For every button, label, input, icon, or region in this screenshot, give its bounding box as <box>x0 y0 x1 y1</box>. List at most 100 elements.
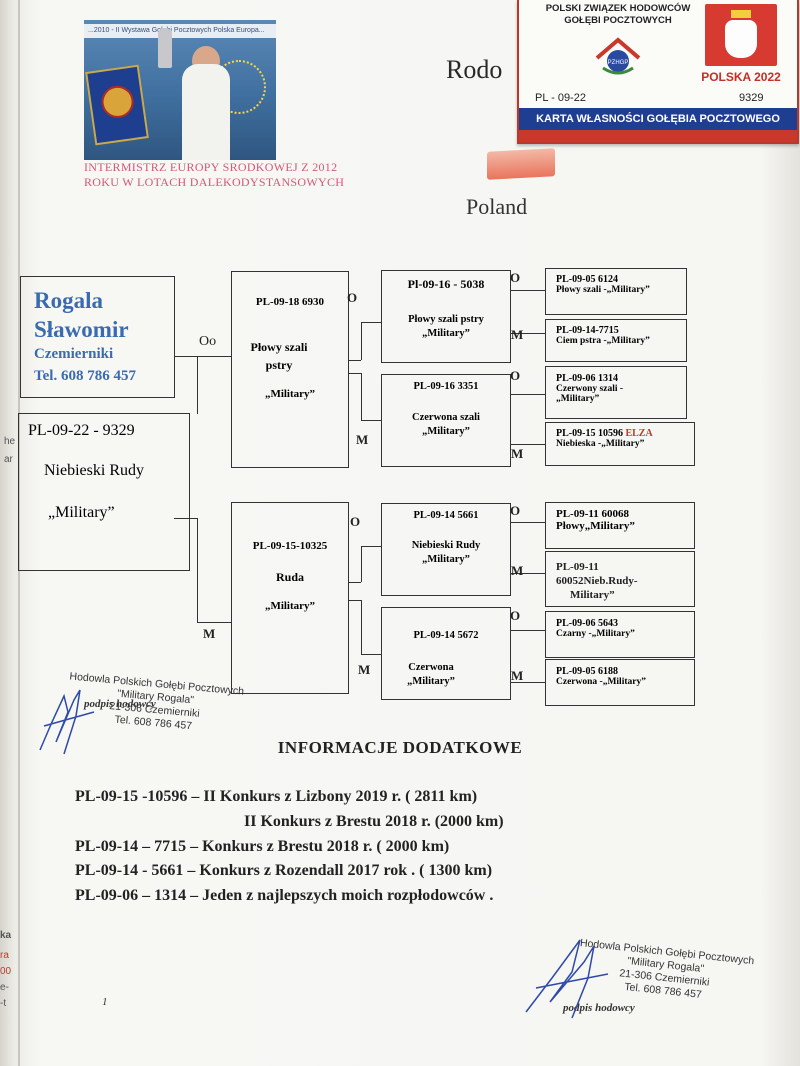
connector-line <box>197 356 198 414</box>
logo-text: PZHGP <box>608 60 629 66</box>
dam-dam-box <box>381 607 511 700</box>
g3-ring: PL-09-06 1314 <box>556 373 618 384</box>
g3-ring: PL-09-11 <box>556 561 599 573</box>
margin-fragment: 00 <box>0 966 12 977</box>
info-line: PL-09-14 - 5661 – Konkurs z Rozendall 20… <box>75 862 493 879</box>
breeder-photo: ...2010 - II Wystawa Gołębi Pocztowych P… <box>84 20 276 160</box>
breeder-town: Czemierniki <box>34 346 114 362</box>
sire-line: „Military” <box>264 388 316 400</box>
sire-sire-ring: Pl-09-16 - 5038 <box>407 277 485 291</box>
photo-caption-line: INTERMISTRZ EUROPY SRODKOWEJ Z 2012 <box>84 160 338 174</box>
info-line: II Konkurs z Brestu 2018 r. (2000 km) <box>244 813 504 830</box>
g3-box <box>545 611 695 658</box>
sire-sire-label: O <box>347 290 358 305</box>
card-ring-prefix: PL - 09-22 <box>535 92 586 104</box>
connector-line <box>349 600 361 601</box>
connector-line <box>511 394 545 395</box>
margin-fragment: e- <box>0 982 9 993</box>
g3-o-label: O <box>510 368 521 383</box>
subject-color: Niebieski Rudy <box>44 462 144 479</box>
info-line: PL-09-14 – 7715 – Konkurs z Brestu 2018 … <box>75 838 450 855</box>
pzhgp-logo-icon: PZHGP <box>595 37 641 75</box>
connector-line <box>511 333 545 334</box>
dam-box <box>231 502 349 694</box>
info-line: PL-09-15 -10596 – II Konkurs z Lizbony 2… <box>75 788 478 805</box>
g3-box <box>545 268 687 315</box>
g3-box: PL-09-11 60052Nieb.Rudy- Military” <box>545 551 695 607</box>
g3-item: PL-09-14-7715 Ciem pstra -„Military” <box>556 325 650 346</box>
sire-dam-color: Czerwona szali <box>412 412 480 423</box>
g3-desc: Military” <box>570 589 615 601</box>
connector-line <box>511 522 545 523</box>
subject-ring: PL-09-22 - 9329 <box>28 422 135 439</box>
connector-line <box>197 356 231 357</box>
connector-line <box>361 322 381 323</box>
dam-color: Ruda <box>275 570 304 584</box>
sire-box <box>231 271 349 468</box>
breeder-box <box>20 276 175 398</box>
g3-ring: PL-09-15 10596 <box>556 428 623 439</box>
g3-m-label: M <box>511 446 524 461</box>
dam-sire-line: „Military” <box>422 554 470 565</box>
connector-line <box>361 546 381 547</box>
card-footer: KARTA WŁASNOŚCI GOŁĘBIA POCZTOWEGO <box>519 108 797 130</box>
photo-banner: ...2010 - II Wystawa Gołębi Pocztowych P… <box>84 24 276 38</box>
sheet-edge <box>18 0 20 1066</box>
g3-ring: PL-09-06 5643 <box>556 618 618 629</box>
card-year: POLSKA 2022 <box>701 70 781 84</box>
g3-item: PL-09-15 10596 ELZA Niebieska -„Military… <box>556 428 653 449</box>
margin-fragment: ka <box>0 930 12 941</box>
connector-line <box>174 356 198 357</box>
g3-box <box>545 366 687 419</box>
dam-ring: PL-09-15-10325 <box>252 540 328 552</box>
g3-desc: Płowy„Military” <box>556 520 635 532</box>
card-ring-number: 9329 <box>739 92 764 104</box>
g3-desc: „Military” <box>556 394 600 404</box>
info-title: INFORMACJE DODATKOWE <box>277 738 523 757</box>
g3-m-label: M <box>511 563 524 578</box>
margin-fragment: he <box>4 436 16 447</box>
g3-m-label: M <box>511 327 524 342</box>
margin-fragment: ar <box>4 454 13 465</box>
card-org: POLSKI ZWIĄZEK HODOWCÓW GOŁĘBI POCZTOWYC… <box>523 3 713 27</box>
connector-line <box>349 582 361 583</box>
dam-dam-label: M <box>358 662 371 677</box>
connector-line <box>361 420 381 421</box>
g3-ring: PL-09-05 6188 <box>556 666 618 677</box>
connector-line <box>349 373 361 374</box>
g3-ring-row: PL-09-15 10596 ELZA <box>556 428 653 439</box>
g3-item: PL-09-11 60052Nieb.Rudy- Military” <box>556 560 638 602</box>
g3-ring: PL-09-05 6124 <box>556 274 618 285</box>
connector-line <box>174 518 198 519</box>
g3-item: PL-09-06 5643 Czarny -„Military” <box>556 618 635 639</box>
g3-desc: 60052Nieb.Rudy- <box>556 575 638 587</box>
sire-ring: PL-09-18 6930 <box>255 296 325 308</box>
g3-box <box>545 319 687 362</box>
breeder-name-line: Sławomir <box>34 317 129 342</box>
g3-desc: Ciem pstra -„Military” <box>556 336 650 346</box>
subject-box <box>18 413 190 571</box>
breeder-name-line: Rogala <box>34 288 103 313</box>
g3-box <box>545 659 695 706</box>
sire-sire-line: „Military” <box>422 328 470 339</box>
sire-color: Płowy szali pstry <box>250 340 308 372</box>
connector-line <box>361 600 362 654</box>
breeder-name: Rogala Sławomir <box>34 286 129 344</box>
sire-dam-ring: PL-09-16 3351 <box>413 381 479 392</box>
connector-line <box>511 444 545 445</box>
ownership-card: POLSKI ZWIĄZEK HODOWCÓW GOŁĘBI POCZTOWYC… <box>517 0 799 144</box>
connector-line <box>361 546 362 582</box>
info-line: PL-09-06 – 1314 – Jeden z najlepszych mo… <box>75 887 494 904</box>
dam-dam-ring: PL-09-14 5672 <box>413 630 479 641</box>
flag-icon <box>487 148 555 180</box>
g3-ring: PL-09-11 60068 <box>556 508 630 520</box>
dam-sire-label: O <box>350 514 361 529</box>
g3-o-label: O <box>510 608 521 623</box>
sign-label: podpis hodowcy <box>563 1002 635 1014</box>
polish-eagle-icon <box>705 4 777 66</box>
g3-desc: Czarny -„Military” <box>556 629 635 639</box>
connector-line <box>511 630 545 631</box>
connector-line <box>361 654 381 655</box>
g3-m-label: M <box>511 668 524 683</box>
